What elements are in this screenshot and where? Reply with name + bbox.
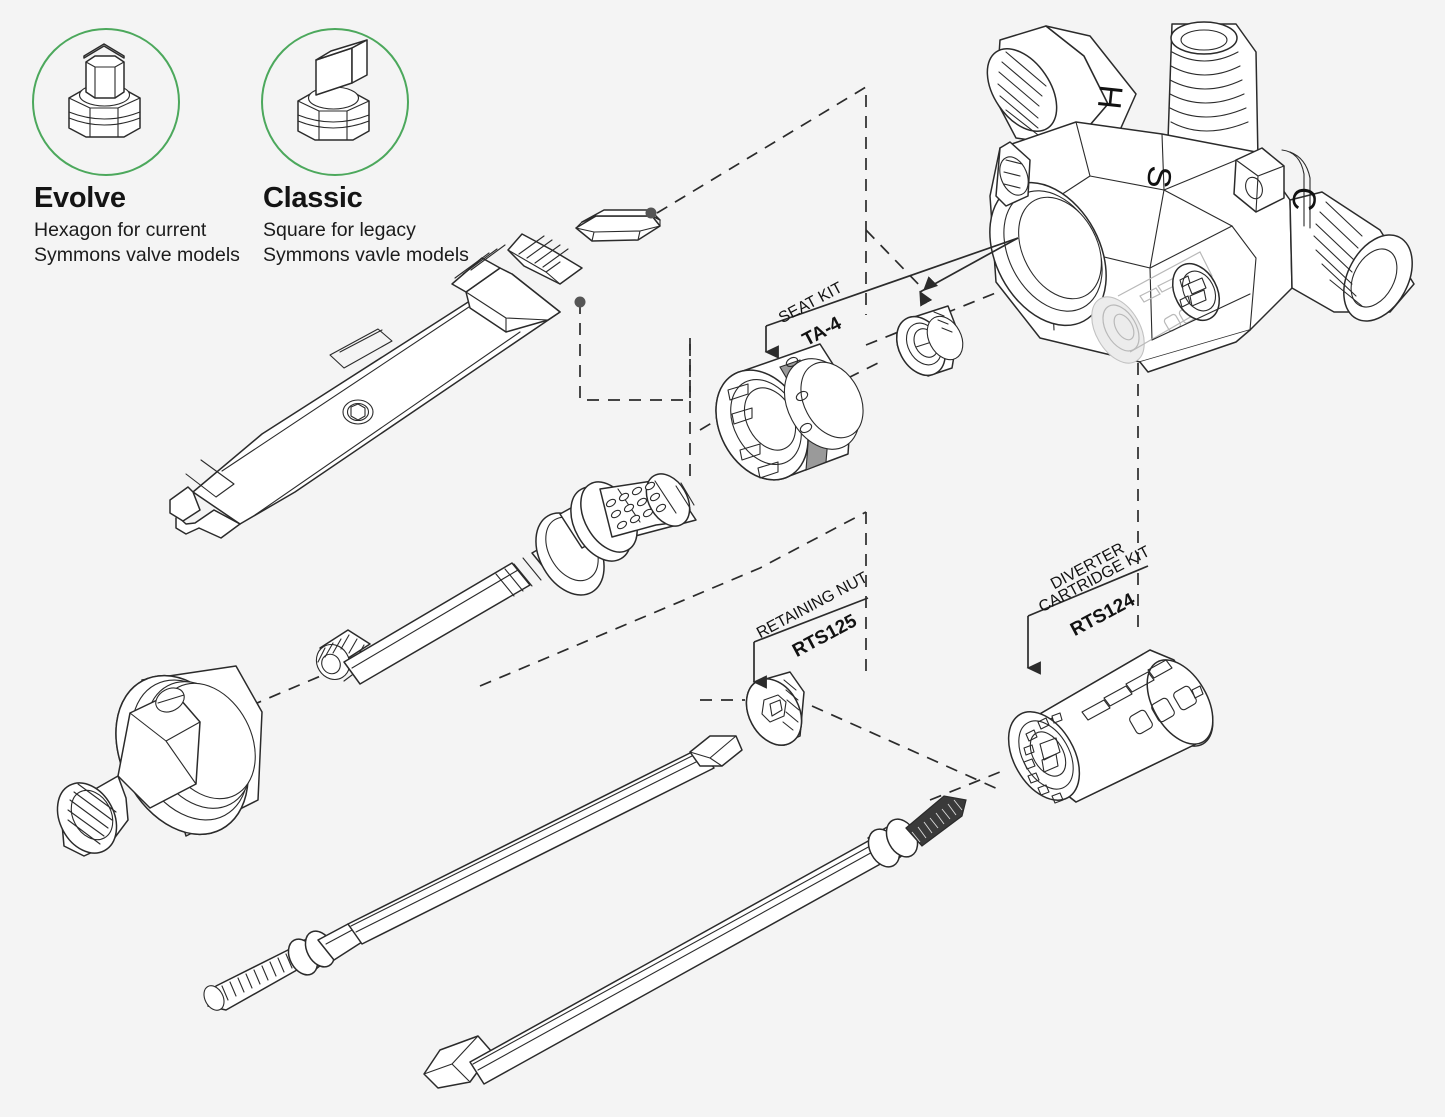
stem-cartridge-assembly-art <box>169 207 661 539</box>
classic-title: Classic <box>263 182 363 214</box>
valve-port-label-hot: H <box>1090 83 1131 111</box>
valve-port-label-shower: S <box>1139 164 1180 190</box>
mixing-spindle-art <box>315 473 697 685</box>
diverter-actuator-rod-art <box>423 795 967 1089</box>
legend-item-classic: Classic Square for legacy Symmons vavle … <box>261 28 491 308</box>
diverter-cartridge-art <box>1007 649 1214 804</box>
valve-port-label-cold: C <box>1284 185 1325 213</box>
classic-description: Square for legacy Symmons vavle models <box>263 219 469 266</box>
classic-circle-frame <box>261 28 409 176</box>
bonnet-cap-art <box>56 665 263 857</box>
actuator-rod-threaded-art <box>203 735 743 1011</box>
evolve-description: Hexagon for current Symmons valve models <box>34 219 240 266</box>
evolve-circle-frame <box>32 28 180 176</box>
evolve-title: Evolve <box>34 182 126 214</box>
retaining-nut-washer-art <box>745 671 805 746</box>
seat-kit-seat-art <box>895 305 964 377</box>
legend-item-evolve: Evolve Hexagon for current Symmons valve… <box>32 28 262 308</box>
valve-body-art <box>986 21 1415 373</box>
seat-kit-ring-art <box>715 343 864 481</box>
